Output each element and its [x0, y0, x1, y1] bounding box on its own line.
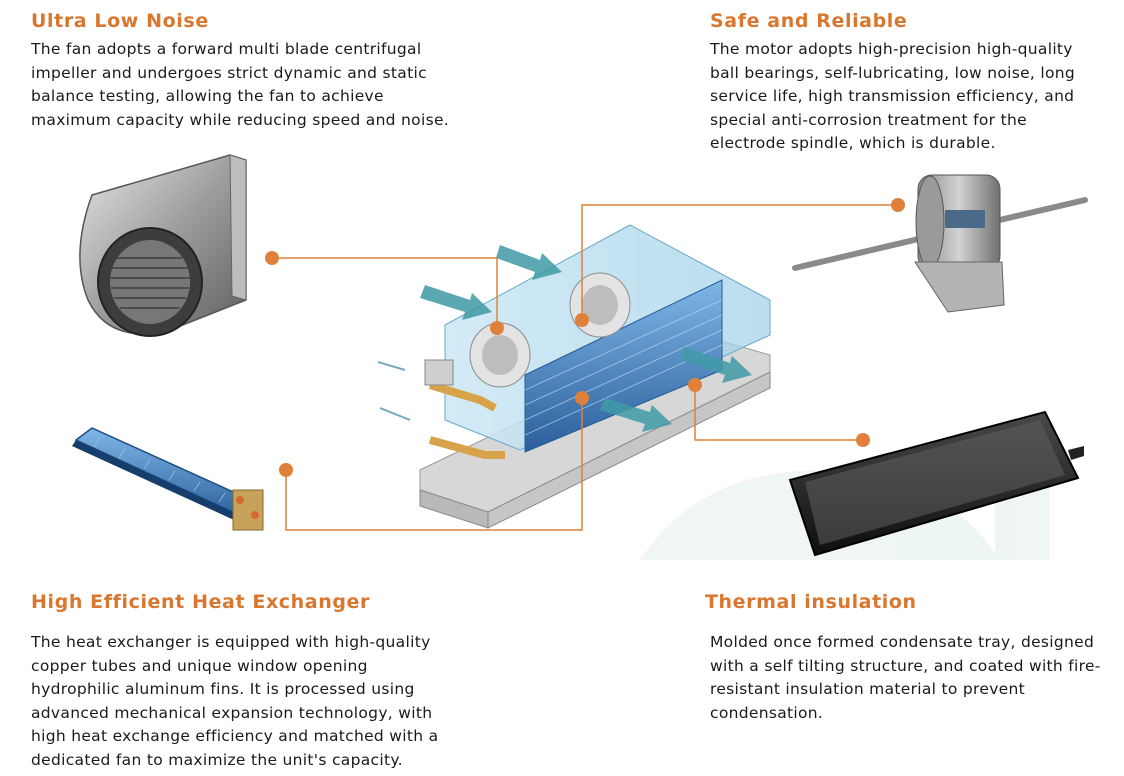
- connector-dot: [891, 198, 905, 212]
- feature-description: The motor adopts high-precision high-qua…: [710, 40, 1076, 152]
- airflow-arrow: [496, 245, 562, 280]
- feature-description: The heat exchanger is equipped with high…: [31, 633, 439, 769]
- airflow-arrow: [420, 285, 492, 320]
- feature-safe-and-reliable: Safe and Reliable The motor adopts high-…: [710, 10, 1100, 156]
- connector-heat: [285, 398, 583, 531]
- airflow-arrows: [377, 245, 752, 432]
- connector-tray: [694, 385, 863, 441]
- connector-motor: [581, 204, 898, 320]
- fan-coil-unit-image: [419, 224, 771, 529]
- connector-dot: [279, 463, 293, 477]
- connector-dot: [688, 378, 702, 392]
- fan-blower-image: [79, 154, 247, 337]
- connector-dot: [265, 251, 279, 265]
- feature-title: Ultra Low Noise: [31, 10, 209, 32]
- feature-description: The fan adopts a forward multi blade cen…: [31, 40, 450, 129]
- feature-heat-exchanger: High Efficient Heat Exchanger The heat e…: [31, 591, 461, 772]
- airflow-arrow: [379, 407, 411, 421]
- airflow-arrow: [680, 347, 752, 383]
- connector-dot: [490, 321, 504, 335]
- feature-description: Molded once formed condensate tray, desi…: [710, 633, 1101, 722]
- condensate-tray-image: [788, 410, 1084, 557]
- connector-lines: [272, 204, 898, 531]
- airflow-arrow: [377, 361, 406, 371]
- airflow-arrow: [600, 398, 672, 432]
- connector-dots: [265, 198, 905, 477]
- heat-exchanger-image: [72, 427, 264, 531]
- connector-fan: [272, 257, 498, 328]
- feature-title: High Efficient Heat Exchanger: [31, 591, 370, 613]
- feature-title: Thermal insulation: [705, 591, 917, 613]
- feature-title: Safe and Reliable: [710, 10, 908, 32]
- connector-dot: [856, 433, 870, 447]
- connector-dot: [575, 391, 589, 405]
- connector-dot: [575, 313, 589, 327]
- motor-image: [792, 174, 1088, 313]
- feature-ultra-low-noise: Ultra Low Noise The fan adopts a forward…: [31, 10, 451, 132]
- feature-thermal-insulation: Thermal insulation Molded once formed co…: [705, 591, 1105, 725]
